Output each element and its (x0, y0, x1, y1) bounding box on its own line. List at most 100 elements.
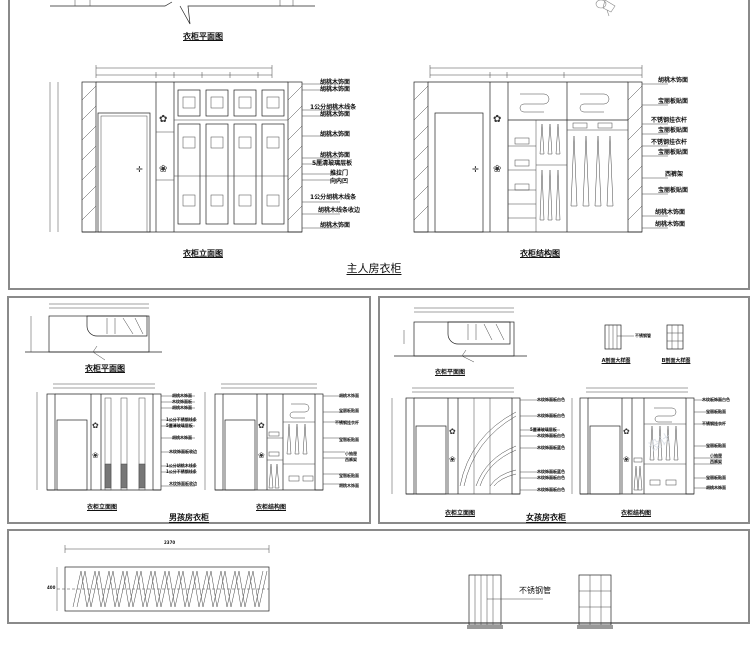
master-structure-caption: 衣柜结构图 (520, 249, 560, 258)
girls-wardrobe-title: 女孩房衣柜 (526, 512, 566, 522)
master-elev-label-3: 1公分胡桃木线条 (310, 104, 357, 111)
boys-elev-label-8: 1公分胡桃木线条 (166, 463, 197, 468)
master-elevation-drawing: ✛ ✿ ❀ (49, 65, 340, 233)
girls-detail-b-drawing (666, 324, 684, 350)
master-struct-label-9: 胡桃木饰面 (655, 209, 686, 216)
boys-structure-drawing: ✿ ❀ (204, 383, 345, 491)
svg-text:✿: ✿ (92, 421, 99, 430)
boys-elev-label-10: 木纹饰面板收边 (169, 481, 197, 486)
master-elev-label-4: 胡桃木饰面 (320, 111, 351, 118)
boys-struct-label-7: 宝丽板贴面 (339, 473, 359, 478)
master-struct-label-7: 西裤架 (665, 171, 684, 178)
steel-pipe-label: 不锈钢管 (519, 586, 551, 595)
boys-structure-caption: 衣柜结构图 (255, 504, 287, 511)
master-elev-label-6: 胡桃木饰面 (320, 152, 351, 159)
master-struct-label-2: 宝丽板贴面 (658, 98, 689, 105)
boys-elev-label-4: 1公分不锈钢线条 (166, 417, 197, 422)
boys-struct-label-3: 不锈钢挂衣杆 (335, 420, 359, 425)
boys-wardrobe-title: 男孩房衣柜 (169, 512, 209, 522)
master-struct-label-5: 不锈钢挂衣杆 (651, 139, 688, 146)
rack-height-dimension: 400 (47, 585, 56, 590)
master-elev-label-5: 胡桃木饰面 (320, 131, 351, 138)
master-elev-label-9: 向内凹 (330, 178, 349, 185)
boys-plan-drawing (25, 303, 162, 361)
plan-view-drawing (50, 0, 616, 25)
svg-text:✿: ✿ (258, 421, 265, 430)
svg-text:✿: ✿ (623, 427, 630, 436)
master-elev-label-12: 胡桃木饰面 (320, 222, 351, 229)
boys-elev-label-2: 木纹饰面板 (172, 399, 192, 404)
girls-elev-label-1: 木纹饰面板白色 (537, 397, 565, 402)
girls-elevation-drawing: ✿ ❀ (391, 387, 560, 495)
girls-elevation-caption: 衣柜立面图 (444, 510, 476, 517)
girls-elev-label-6: 木纹饰面板蓝色 (537, 469, 565, 474)
boys-elev-label-3: 胡桃木饰面 (172, 405, 192, 410)
girls-struct-label-3: 不锈钢挂衣杆 (702, 421, 726, 426)
girls-wardrobe-panel: 衣柜平面图 不锈钢管 A剖面大样图 B剖面大样图 ✿ ❀ 木纹饰面板白色 木纹饰… (378, 296, 750, 524)
master-struct-label-3: 不锈钢挂衣杆 (651, 117, 688, 124)
girls-struct-label-5: 小抽屉 (710, 453, 722, 458)
master-plan-caption: 衣柜平面图 (183, 32, 223, 41)
master-elevation-caption: 衣柜立面图 (183, 249, 223, 258)
detail-panel: 2370 400 不锈钢管 (7, 529, 750, 629)
svg-text:✛: ✛ (136, 165, 143, 174)
svg-text:❀: ❀ (623, 455, 630, 464)
svg-text:❀: ❀ (159, 164, 167, 175)
master-wardrobe-panel: 衣柜平面图 ✛ (8, 0, 750, 290)
svg-text:✿: ✿ (449, 427, 456, 436)
master-wardrobe-title: 主人房衣柜 (346, 262, 402, 275)
girls-struct-label-4: 宝丽板贴面 (706, 443, 726, 448)
master-elev-label-2: 胡桃木饰面 (320, 86, 351, 93)
boys-wardrobe-panel: 衣柜平面图 ✿ ❀ 胡桃木饰面 木纹饰面板 胡桃木饰面 1公分不锈钢线条 5厘清… (7, 296, 371, 524)
boys-struct-label-4: 宝丽板贴面 (339, 437, 359, 442)
girls-structure-drawing: ✿ ❀ 设计 (571, 387, 722, 495)
boys-struct-label-5: 小抽屉 (345, 451, 357, 456)
master-struct-label-8: 宝丽板贴面 (658, 187, 689, 194)
boys-elev-label-9: 1公分不锈钢线条 (166, 469, 197, 474)
girls-elev-label-7: 木纹饰面板白色 (537, 475, 565, 480)
steel-pipe-leader (487, 598, 543, 600)
boys-struct-label-8: 胡桃木饰面 (339, 483, 359, 488)
girls-elev-label-3: 5厘清玻璃层板 (530, 427, 557, 432)
svg-text:✛: ✛ (472, 165, 479, 174)
girls-detail-steel-label: 不锈钢管 (635, 333, 651, 338)
girls-detail-b-caption: B剖面大样图 (661, 358, 691, 364)
master-elev-label-7: 5厘清玻璃层板 (312, 160, 353, 167)
steel-pipe-detail-a (467, 574, 503, 629)
master-struct-label-10: 胡桃木饰面 (655, 221, 686, 228)
svg-text:设计: 设计 (646, 430, 674, 454)
master-elev-label-10: 1公分胡桃木线条 (310, 194, 357, 201)
rack-width-dimension: 2370 (164, 540, 176, 545)
girls-elev-label-4: 木纹饰面板白色 (537, 433, 565, 438)
boys-elev-label-6: 胡桃木饰面 (172, 435, 192, 440)
girls-structure-caption: 衣柜结构图 (620, 510, 652, 517)
girls-struct-label-1: 木纹板饰面白色 (702, 397, 730, 402)
girls-plan-drawing (394, 307, 527, 363)
girls-detail-a-caption: A剖面大样图 (601, 358, 631, 364)
boys-elev-label-5: 5厘清玻璃层板 (166, 423, 193, 428)
master-struct-label-1: 胡桃木饰面 (658, 77, 689, 84)
master-elev-label-1: 胡桃木饰面 (320, 79, 351, 86)
master-struct-label-4: 宝丽板贴面 (658, 127, 689, 134)
boys-struct-label-1: 胡桃木饰面 (339, 393, 359, 398)
chair-sketch-icon (595, 0, 616, 17)
boys-struct-label-6: 西裤架 (345, 457, 357, 462)
boys-struct-label-2: 宝丽板贴面 (339, 408, 359, 413)
girls-plan-caption: 衣柜平面图 (434, 369, 466, 376)
girls-detail-a-drawing (604, 324, 634, 350)
svg-text:✿: ✿ (493, 114, 501, 125)
boys-plan-caption: 衣柜平面图 (85, 364, 125, 373)
boys-elevation-drawing: ✿ ❀ (36, 383, 195, 491)
girls-struct-label-8: 胡桃木饰面 (706, 485, 726, 490)
master-elev-label-11: 胡桃木线条收边 (318, 207, 361, 214)
girls-elev-label-5: 木纹饰面板蓝色 (537, 445, 565, 450)
boys-elev-label-1: 胡桃木饰面 (172, 393, 192, 398)
boys-elevation-caption: 衣柜立面图 (86, 504, 118, 511)
svg-text:❀: ❀ (493, 164, 501, 175)
svg-text:✿: ✿ (159, 114, 167, 125)
svg-text:❀: ❀ (92, 451, 99, 460)
steel-grid-detail-b (577, 574, 613, 629)
girls-struct-label-2: 宝丽板贴面 (706, 409, 726, 414)
boys-elev-label-7: 木纹饰面板收边 (169, 449, 197, 454)
zigzag-rack-drawing (56, 545, 270, 612)
